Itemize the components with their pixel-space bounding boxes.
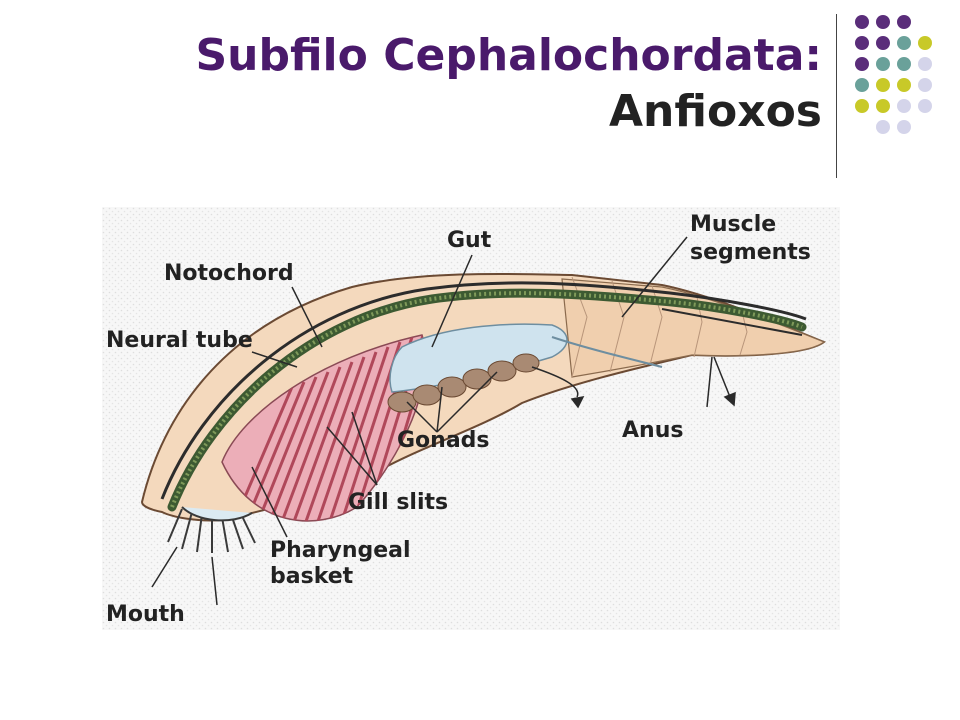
neural-tube xyxy=(160,281,807,500)
slide-title-line1: Subfilo Cephalochordata: xyxy=(195,30,822,81)
label-gonads: Gonads xyxy=(397,428,490,453)
water-flow-arrows xyxy=(531,356,736,409)
amphioxus-diagram: Gut Muscle segments Notochord Neural tub… xyxy=(102,207,840,630)
decorative-dot xyxy=(876,78,890,92)
decorative-dot xyxy=(876,99,890,113)
pharyngeal-basket xyxy=(221,334,427,522)
intestine xyxy=(551,336,663,368)
decorative-dot xyxy=(855,36,869,50)
decorative-dot xyxy=(897,15,911,29)
slide-title-line2: Anfioxos xyxy=(608,86,822,137)
oral-hood xyxy=(181,506,253,522)
decorative-dot-grid xyxy=(855,15,932,134)
decorative-dot xyxy=(918,57,932,71)
decorative-dot xyxy=(855,99,869,113)
decorative-dot xyxy=(897,36,911,50)
decorative-dot xyxy=(897,99,911,113)
decorative-dot xyxy=(876,57,890,71)
slide-title: Subfilo Cephalochordata: Anfioxos xyxy=(195,28,822,140)
leader-lines xyxy=(151,236,713,606)
label-muscle-line1: Muscle xyxy=(690,212,776,237)
gonads xyxy=(387,353,540,413)
decorative-dot xyxy=(918,36,932,50)
decorative-dot xyxy=(897,78,911,92)
decorative-dot xyxy=(855,78,869,92)
decorative-dot xyxy=(897,120,911,134)
decorative-dot xyxy=(855,57,869,71)
label-gut: Gut xyxy=(447,228,492,253)
decorative-dot xyxy=(855,15,869,29)
label-muscle-line2: segments xyxy=(690,240,811,265)
label-mouth: Mouth xyxy=(106,602,185,627)
decorative-dot xyxy=(876,36,890,50)
decorative-dot xyxy=(897,57,911,71)
tail-notochord-end xyxy=(661,308,803,336)
label-pharyngeal-line2: basket xyxy=(270,564,354,589)
decorative-dot xyxy=(918,99,932,113)
label-anus: Anus xyxy=(622,418,683,443)
label-pharyngeal-line1: Pharyngeal xyxy=(270,538,411,563)
label-notochord: Notochord xyxy=(164,261,294,286)
decorative-dot xyxy=(876,15,890,29)
decorative-dot xyxy=(876,120,890,134)
title-divider xyxy=(836,14,837,178)
label-gill-slits: Gill slits xyxy=(348,490,448,515)
label-neural-tube: Neural tube xyxy=(106,328,253,353)
decorative-dot xyxy=(918,78,932,92)
oral-cirri xyxy=(167,508,256,553)
